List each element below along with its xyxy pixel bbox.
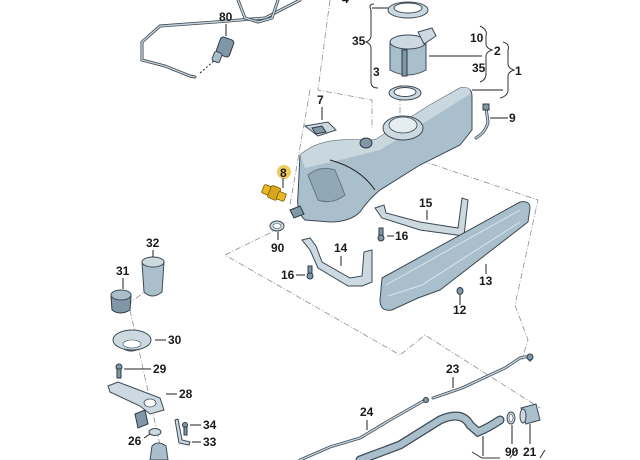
label-29: 29: [153, 362, 167, 376]
part-26-seal[interactable]: [134, 409, 162, 436]
label-90-upper: 90: [271, 241, 285, 255]
label-28: 28: [179, 387, 193, 401]
label-12: 12: [453, 303, 467, 317]
brace-1: [499, 41, 516, 99]
part-32-filler-insert[interactable]: [141, 256, 165, 297]
part-90-clamp-lower[interactable]: [506, 411, 516, 425]
label-9: 9: [509, 111, 516, 125]
part-13-heat-shield[interactable]: [379, 201, 531, 311]
part-12-nut[interactable]: [456, 287, 464, 295]
part-14-tank-strap[interactable]: [301, 237, 373, 287]
part-8-sender-highlighted[interactable]: [261, 182, 288, 203]
fuel-tank[interactable]: [289, 87, 473, 223]
label-24: 24: [360, 405, 374, 419]
filler-hose[interactable]: [355, 411, 505, 460]
part-7-bracket[interactable]: [303, 121, 337, 137]
brace-2: [479, 25, 494, 83]
part-9-breather-pipe[interactable]: [474, 103, 490, 140]
label-33: 33: [203, 435, 217, 449]
label-16-lower: 16: [281, 268, 295, 282]
label-14: 14: [334, 241, 348, 255]
part-16-bolt-lower[interactable]: [306, 265, 314, 280]
brace-35: [364, 3, 379, 89]
part-29-screw[interactable]: [115, 363, 123, 379]
label-3: 3: [373, 65, 380, 79]
label-26: 26: [128, 434, 142, 448]
brace-hose: [471, 451, 500, 459]
part-15-tank-strap[interactable]: [374, 197, 469, 237]
label-8: 8: [280, 166, 287, 180]
label-35-b: 35: [472, 61, 486, 75]
part-3-fuel-pump[interactable]: [389, 27, 437, 77]
label-1: 1: [515, 64, 522, 78]
label-13: 13: [479, 274, 493, 288]
label-7: 7: [317, 93, 324, 107]
highlight-badge-8: [277, 165, 291, 179]
label-35-a: 35: [352, 34, 366, 48]
part-21-sleeve[interactable]: [519, 403, 541, 425]
label-21: 21: [523, 445, 537, 459]
part-31-fuel-cap[interactable]: [110, 289, 132, 314]
brace-21: [509, 449, 546, 459]
part-34-bolt[interactable]: [182, 422, 188, 436]
part-35-locking-ring[interactable]: [387, 1, 429, 19]
label-30: 30: [168, 333, 182, 347]
part-90-clamp-upper[interactable]: [269, 220, 285, 232]
part-24-vent-line[interactable]: [298, 397, 429, 460]
part-80-vent-valve[interactable]: [140, 0, 302, 79]
filler-neck-boot[interactable]: [149, 442, 169, 460]
part-16-bolt-upper[interactable]: [377, 227, 385, 242]
leader-26: [143, 433, 151, 439]
label-32: 32: [146, 236, 160, 250]
label-23: 23: [446, 362, 460, 376]
part-30-filler-cup[interactable]: [112, 329, 152, 352]
label-15: 15: [419, 196, 433, 210]
part-seal-ring[interactable]: [388, 85, 422, 101]
label-2: 2: [494, 44, 501, 58]
label-4: 4: [342, 0, 349, 6]
label-10: 10: [470, 31, 484, 45]
label-16-upper: 16: [395, 229, 409, 243]
label-34: 34: [203, 418, 217, 432]
label-90-lower: 90: [505, 445, 519, 459]
part-28-filler-bracket[interactable]: [107, 381, 165, 415]
label-80: 80: [219, 10, 233, 24]
label-31: 31: [116, 264, 130, 278]
part-23-vent-line[interactable]: [431, 353, 534, 400]
part-33-clip[interactable]: [174, 418, 191, 446]
